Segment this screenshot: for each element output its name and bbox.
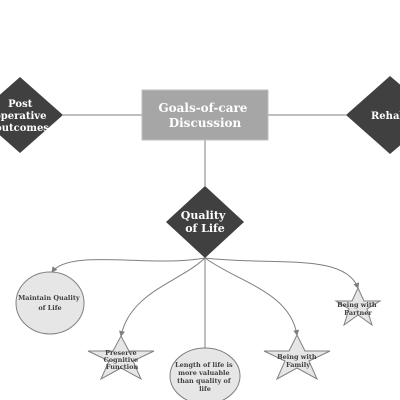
preserve-cognitive-function-node: Preserve Cognitive Function <box>87 334 155 381</box>
svg-text:Post operative out: Post operative outcomes <box>0 99 50 134</box>
svg-text:Quality of Life: Quality of Life <box>181 209 229 235</box>
connector-to-maintain-quality <box>51 257 206 273</box>
svg-text:Being with Partner: Being with Partner <box>337 301 379 317</box>
svg-text:Length of life is more v: Length of life is more valuable than qua… <box>175 361 235 393</box>
connector-to-being-with-partner <box>204 257 360 289</box>
svg-text:Rehab: Rehab <box>371 111 400 122</box>
being-with-family-node: Being with Family <box>263 333 331 381</box>
connectors <box>51 114 360 355</box>
length-of-life-node: Length of life is more valuable than qua… <box>169 347 241 400</box>
being-with-partner-node: Being with Partner <box>334 286 382 327</box>
connector-to-preserve-cognitive <box>119 257 206 337</box>
svg-text:Maintain Quality of Life: Maintain Quality of Life <box>18 294 82 312</box>
goals-of-care-discussion-node: Goals-of-care Discussion <box>141 89 269 141</box>
post-operative-outcomes-node: Post operative outcomes <box>0 77 63 153</box>
svg-text:Preserve Cognitive: Preserve Cognitive Function <box>104 349 141 371</box>
rehab-node: Rehab <box>346 76 400 154</box>
quality-of-life-node: Quality of Life <box>166 186 244 258</box>
connector-to-being-with-family <box>204 257 300 336</box>
svg-text:Being with Family: Being with Family <box>277 353 319 369</box>
maintain-quality-of-life-node: Maintain Quality of Life <box>15 271 85 335</box>
svg-text:Goals-of-care Discussion: Goals-of-care Discussion <box>158 101 251 130</box>
